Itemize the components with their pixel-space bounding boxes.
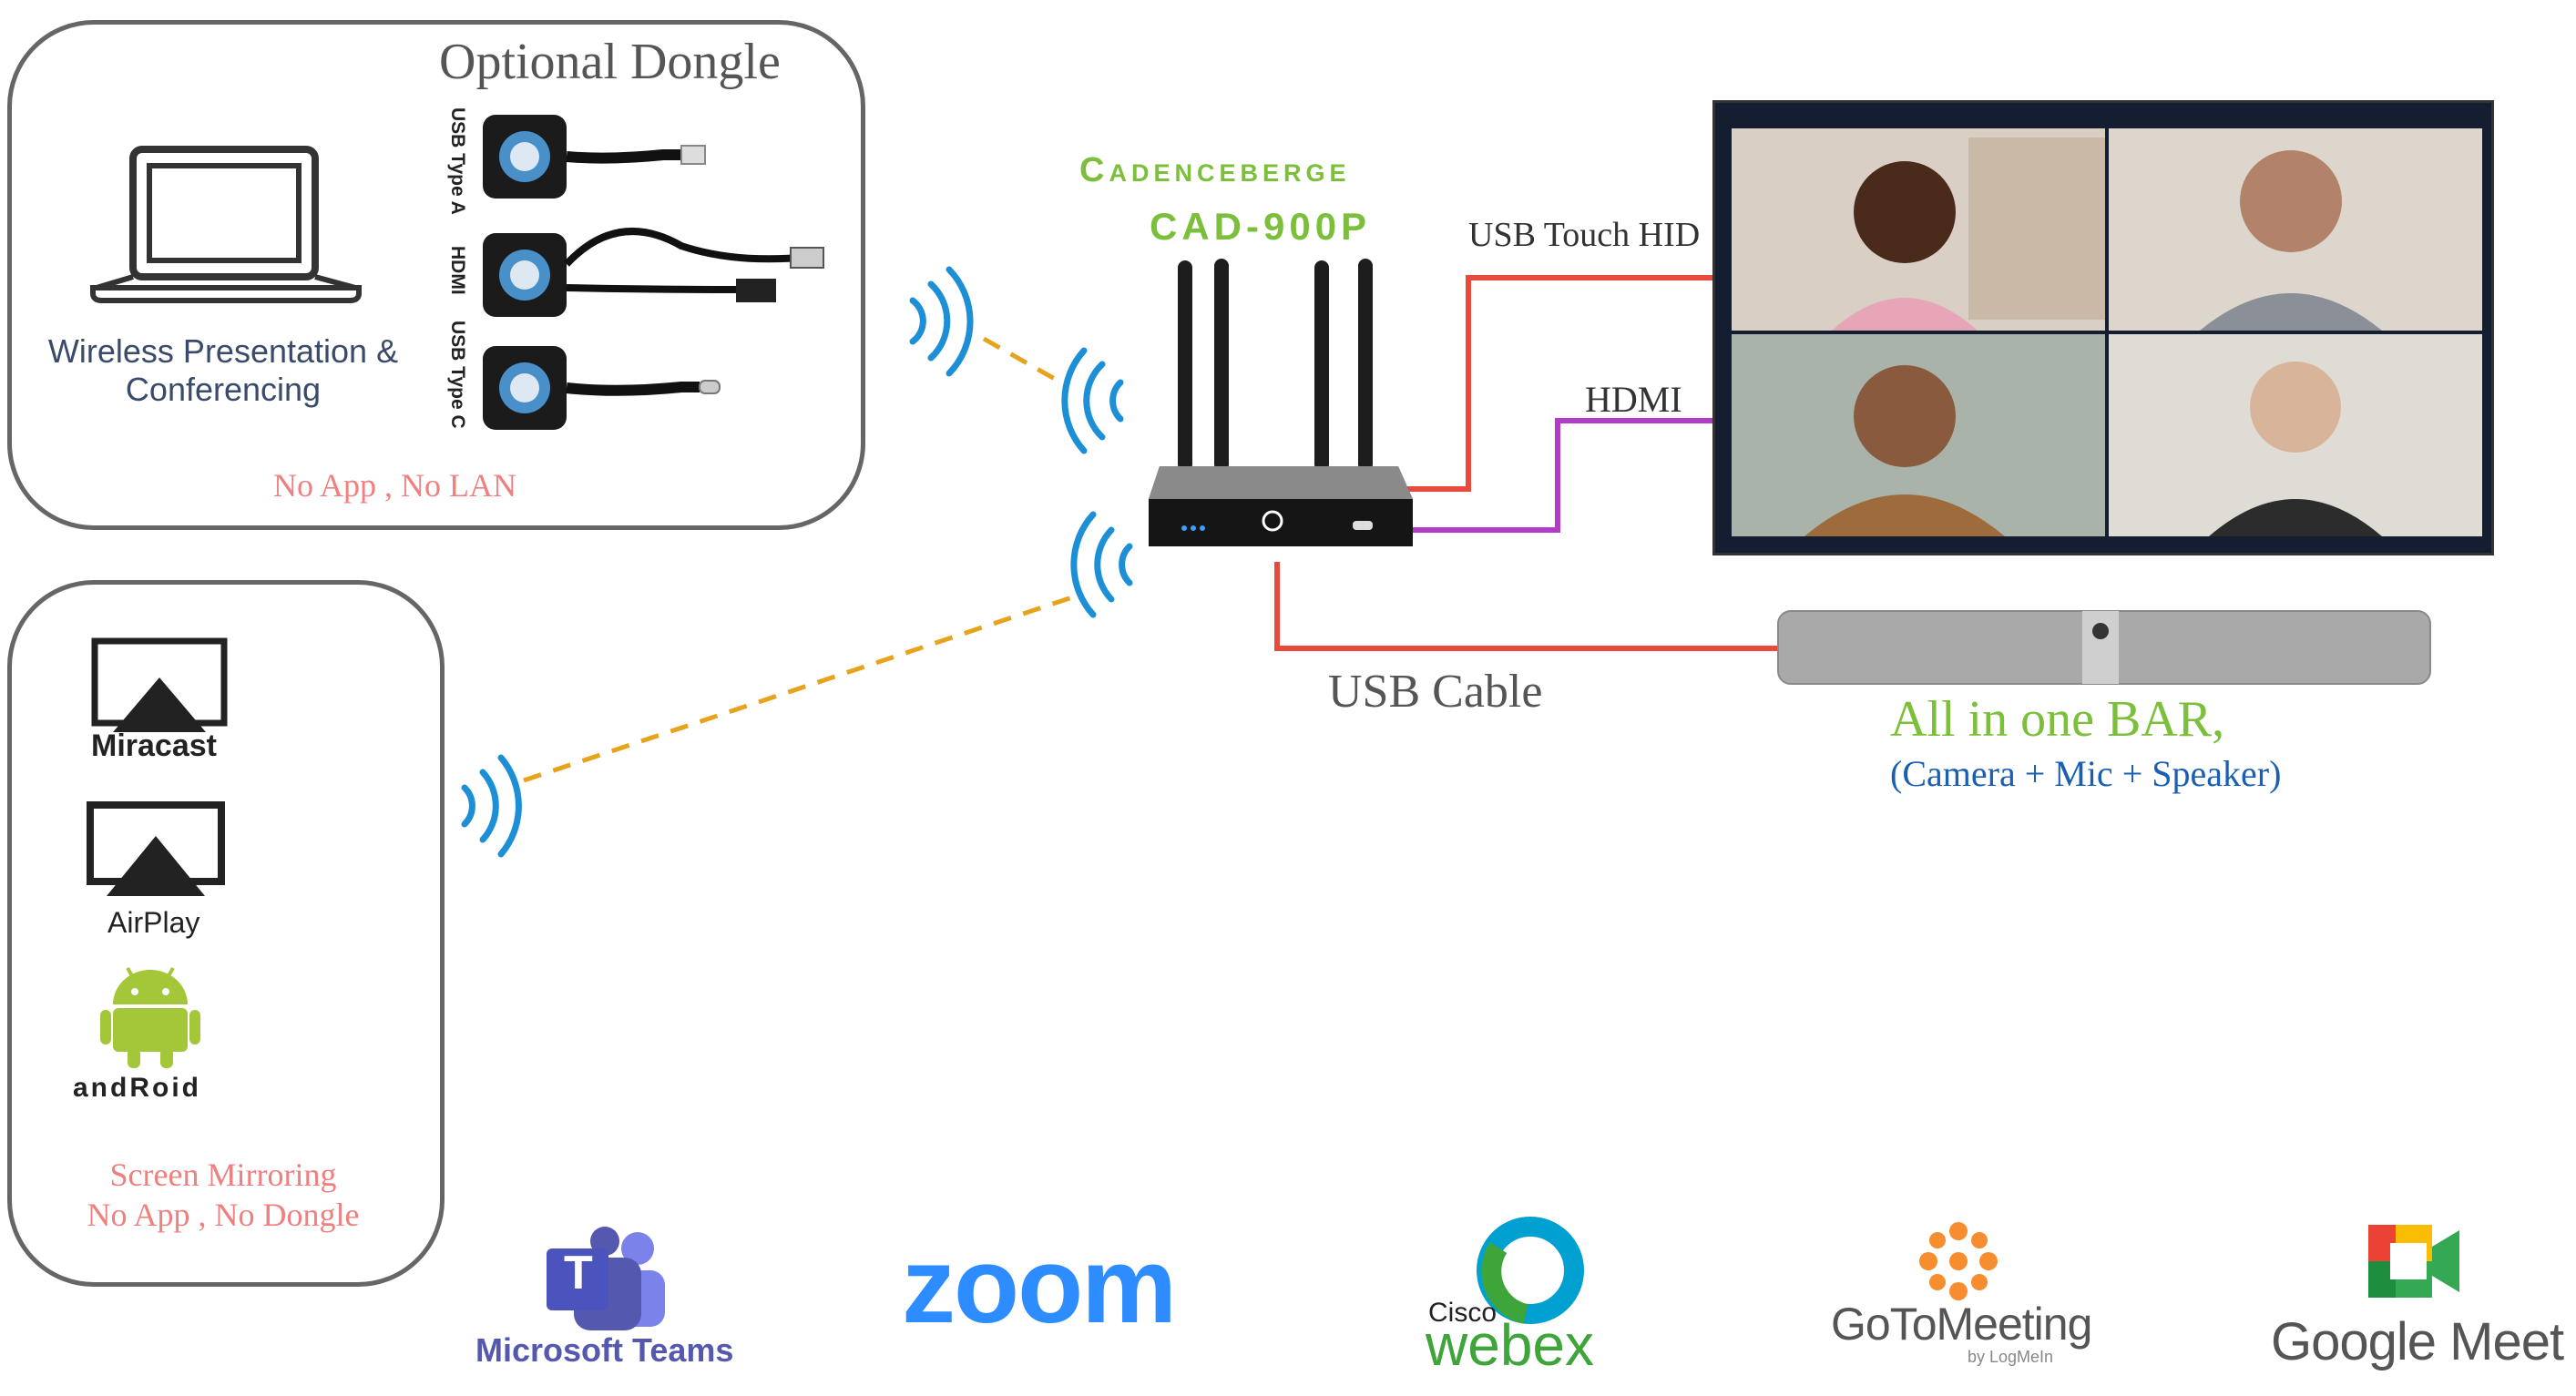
webex-label: webex (1426, 1312, 1594, 1378)
meet-label: Google Meet (2271, 1312, 2564, 1371)
laptop-icon (90, 146, 362, 303)
device-model: CAD-900P (1150, 205, 1372, 248)
video-tile-3 (1732, 334, 2105, 536)
laptop-caption: Wireless Presentation & Conferencing (36, 332, 410, 409)
usb-cable-line (1274, 562, 1781, 651)
mirroring-footer: Screen Mirroring No App , No Dongle (55, 1155, 392, 1235)
hdmi-line (1407, 418, 1712, 533)
meet-icon (2368, 1225, 2459, 1298)
video-tile-1 (1732, 128, 2105, 331)
hdmi-connection-label: HDMI (1585, 379, 1682, 420)
webex-icon (1477, 1217, 1584, 1324)
wifi-icon (1061, 347, 1124, 454)
antenna (1358, 259, 1373, 472)
mirroring-wireless-link (523, 594, 1076, 783)
video-tile-4 (2109, 334, 2482, 536)
usb-cable-label: USB Cable (1328, 666, 1543, 718)
wifi-icon (1070, 511, 1133, 618)
cisco-label: Cisco (1428, 1298, 1498, 1328)
bar-title: All in one BAR, (1890, 691, 2225, 748)
zoom-logo: zoom (902, 1226, 1177, 1346)
miracast-label: Miracast (91, 729, 217, 763)
antenna (1214, 259, 1229, 472)
mirroring-footer-line2: No App , No Dongle (87, 1197, 360, 1233)
android-label: andRoid (73, 1073, 201, 1103)
teams-glyph: T (564, 1247, 593, 1299)
antenna (1178, 260, 1192, 472)
teams-label: Microsoft Teams (475, 1331, 734, 1369)
antenna (1314, 260, 1329, 472)
android-icon (100, 967, 200, 1068)
goto-label: GoToMeeting (1831, 1299, 2092, 1350)
goto-sub: by LogMeIn (1968, 1348, 2054, 1366)
monitor-icon (1712, 100, 2494, 555)
soundbar-icon (1777, 610, 2431, 685)
goto-icon (1919, 1222, 1998, 1300)
bar-subtitle: (Camera + Mic + Speaker) (1890, 753, 2282, 794)
usb-c-label: USB Type C (447, 321, 468, 429)
dongle-box-footer: No App , No LAN (273, 467, 516, 504)
hdmi-dongle-label: HDMI (447, 246, 468, 295)
usb-touch-hid-line (1407, 275, 1717, 492)
dongle-wireless-link (982, 336, 1063, 385)
airplay-label: AirPlay (107, 906, 200, 939)
wifi-icon (461, 754, 522, 858)
device-brand: Cadenceberge (1079, 151, 1351, 189)
usb-a-label: USB Type A (447, 107, 468, 215)
dongle-hdmi (483, 228, 824, 317)
laptop-caption-line1: Wireless Presentation & (47, 332, 399, 370)
router-icon (1149, 259, 1413, 546)
laptop-caption-line2: Conferencing (125, 371, 322, 408)
teams-icon (547, 1227, 665, 1330)
video-tile-2 (2109, 128, 2482, 331)
dongle-box-title: Optional Dongle (439, 34, 781, 90)
usb-touch-hid-label: USB Touch HID (1468, 216, 1701, 254)
dongle-icon (483, 115, 824, 430)
airplay-icon (87, 801, 225, 896)
miracast-icon (91, 637, 228, 732)
mirroring-footer-line1: Screen Mirroring (109, 1157, 337, 1193)
dongle-usb-a (483, 115, 706, 199)
dongle-usb-c (483, 346, 721, 430)
mirroring-box (7, 580, 445, 1287)
wifi-icon (909, 266, 974, 377)
